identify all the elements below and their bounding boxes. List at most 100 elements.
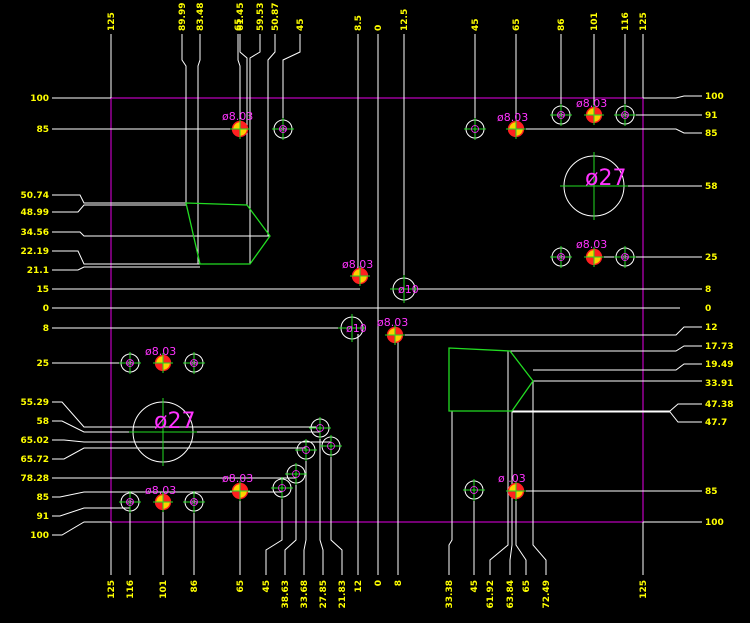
bottom-dimension-label: 38.63: [281, 580, 291, 608]
right-dimension-label: 33.91: [705, 379, 733, 389]
callout-d10-1: ø10: [398, 283, 419, 296]
left-dimension-label: 21.1: [27, 266, 49, 276]
left-dimension-label: 85: [36, 125, 49, 135]
top-dimension-label: 0: [374, 25, 384, 31]
left-dimension-label: 8: [43, 324, 49, 334]
right-dimension-label: 47.7: [705, 418, 727, 428]
callout-small-3: ø6: [621, 112, 629, 119]
callout-small-8: ø6: [126, 499, 134, 506]
top-dimension-label: 101: [590, 12, 600, 31]
bottom-dimension-label: 8: [394, 580, 404, 586]
callout-d803-2: ø8.03: [497, 111, 528, 124]
top-dimension-label: 86: [557, 18, 567, 31]
callout-small-7: ø6: [190, 360, 198, 367]
bottom-dimension-label: 125: [107, 580, 117, 599]
left-dimension-label: 100: [30, 94, 49, 104]
top-dimension-label: 8.5: [354, 15, 364, 31]
top-dimension-label: 50.87: [271, 3, 281, 31]
bottom-dimension-label: 45: [470, 580, 480, 593]
top-dimension-label: 65: [512, 18, 522, 31]
part-outline: [110, 97, 644, 523]
left-dimension-label: 55.29: [21, 398, 49, 408]
right-dimension-label: 0: [705, 304, 711, 314]
top-dimension-label: 59.53: [256, 3, 266, 31]
pocket-right: [448, 347, 534, 412]
top-dimension-label: 89.99: [178, 3, 188, 31]
left-dimension-label: 50.74: [21, 191, 49, 201]
right-dimension-label: 17.73: [705, 342, 733, 352]
callout-small-5: ø6: [621, 254, 629, 261]
right-dimension-label: 47.38: [705, 400, 733, 410]
left-dimension-label: 0: [43, 304, 49, 314]
callout-d27-2: ø27: [154, 409, 195, 434]
top-dimension-label: 65: [234, 18, 244, 31]
bottom-dimension-label: 72.49: [542, 580, 552, 608]
left-dimension-label: 65.72: [21, 455, 49, 465]
right-dimension-label: 25: [705, 253, 718, 263]
left-dimension-label: 15: [36, 285, 49, 295]
left-dimension-label: 91: [36, 512, 49, 522]
bottom-dimension-label: 33.68: [300, 580, 310, 608]
callout-small-1: ø6: [279, 126, 287, 133]
large-holes: [129, 152, 628, 466]
callout-d803-7: ø8.03: [145, 345, 176, 358]
right-dimension-label: 100: [705, 92, 724, 102]
callout-d803-4: ø8.03: [576, 238, 607, 251]
left-leaders: [52, 97, 680, 536]
left-dimension-label: 22.19: [21, 247, 49, 257]
left-dimension-label: 34.56: [21, 228, 49, 238]
callout-d803-8: ø8.03: [145, 484, 176, 497]
bottom-dimension-label: 65: [522, 580, 532, 593]
callout-small-4: ø6: [557, 254, 565, 261]
top-dimension-label: 12.5: [400, 9, 410, 31]
right-dimension-label: 91: [705, 111, 718, 121]
callout-d803-1: ø8.03: [222, 110, 253, 123]
callout-d27-1: ø27: [585, 166, 626, 191]
right-dimension-label: 8: [705, 285, 711, 295]
left-dimension-label: 78.28: [21, 474, 49, 484]
right-dimension-label: 58: [705, 182, 718, 192]
callout-d803-3: ø8.03: [576, 97, 607, 110]
right-dimension-label: 85: [705, 487, 718, 497]
bottom-dimension-label: 86: [190, 580, 200, 593]
top-dimension-label: 83.48: [196, 3, 206, 31]
hole-callouts: ø8.03 ø8.03 ø8.03 ø8.03 ø8.03 ø8.03 ø8.0…: [126, 97, 629, 506]
right-dimension-label: 85: [705, 129, 718, 139]
top-dimension-label: 125: [639, 12, 649, 31]
top-dimension-label: 45: [296, 18, 306, 31]
top-dimension-label: 116: [621, 12, 631, 31]
left-dimension-label: 85: [36, 493, 49, 503]
bottom-dimension-label: 101: [159, 580, 169, 599]
top-dimension-label: 61.45: [236, 3, 246, 31]
callout-d803-6: ø8.03: [377, 316, 408, 329]
left-dimension-label: 100: [30, 531, 49, 541]
top-leaders: [110, 34, 644, 308]
callout-d803-10: ø .03: [498, 472, 526, 485]
right-dimension-label: 100: [705, 518, 724, 528]
bottom-dimension-label: 116: [126, 580, 136, 599]
right-leaders: [395, 95, 702, 523]
ten-holes: [338, 275, 418, 342]
top-dimension-label: 45: [471, 18, 481, 31]
bottom-dimension-label: 63.84: [506, 580, 516, 608]
bottom-dimension-label: 27.85: [319, 580, 329, 608]
right-dimension-label: 12: [705, 323, 718, 333]
bottom-dimension-label: 65: [236, 580, 246, 593]
callout-d10-2: ø10: [346, 322, 367, 335]
left-dimension-labels: 100 85 50.74 48.99 34.56 22.19 21.1 15 0 8 25 55.29…: [21, 94, 49, 541]
callout-small-2: ø6: [557, 112, 565, 119]
callout-small-9: ø6: [190, 499, 198, 506]
right-dimension-labels: 10091855825801217.7319.4933.9147.3847.78…: [705, 92, 733, 528]
bottom-dimension-label: 12: [354, 580, 364, 593]
pocket-left: [185, 202, 271, 265]
bottom-dimension-label: 61.92: [486, 580, 496, 608]
bottom-dimension-label: 33.38: [445, 580, 455, 608]
left-dimension-label: 25: [36, 359, 49, 369]
bottom-dimension-label: 21.83: [338, 580, 348, 608]
left-dimension-label: 48.99: [21, 208, 49, 218]
bottom-dimension-label: 125: [639, 580, 649, 599]
bottom-leaders: [110, 308, 644, 575]
